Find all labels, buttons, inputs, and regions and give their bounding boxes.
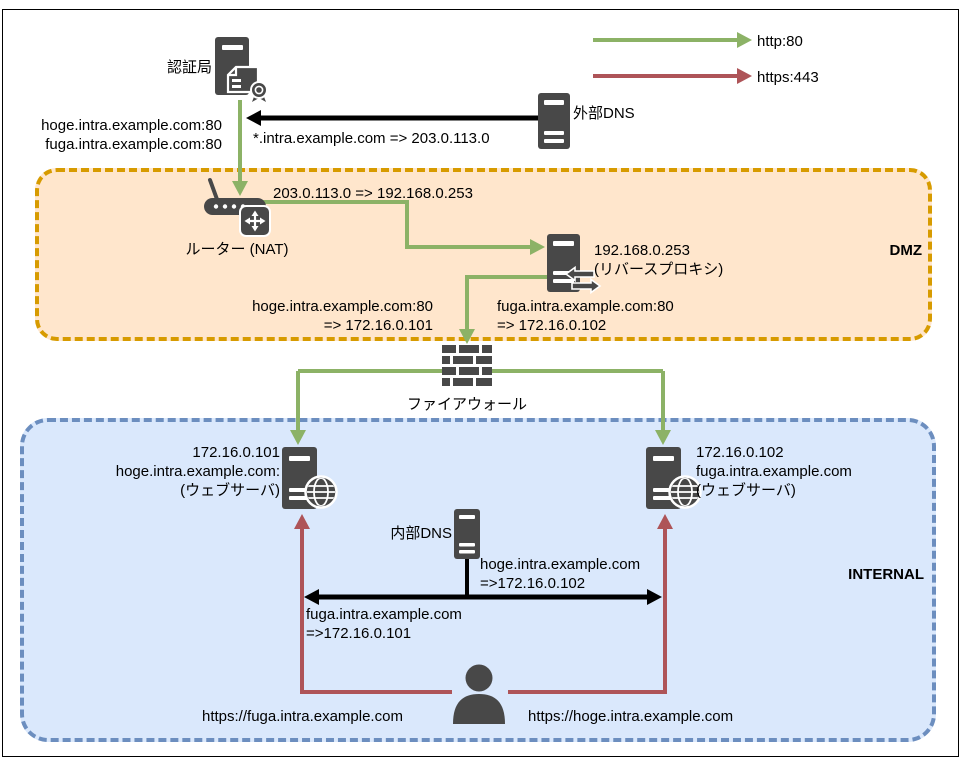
proxy-rule-fuga-host: fuga.intra.example.com:80: [497, 298, 674, 315]
certificate-authority-icon: [215, 37, 268, 102]
internal-dns-record-hoge-label: hoge.intra.example.com =>172.16.0.102: [480, 555, 640, 593]
certificate-authority-label: 認証局: [166, 59, 212, 76]
proxy-rule-hoge-target: => 172.16.0.101: [323, 317, 433, 334]
user-icon: [453, 664, 505, 724]
firewall-label: ファイアウォール: [406, 396, 527, 413]
globe-icon: [671, 478, 699, 506]
user-request-fuga-label: https://fuga.intra.example.com: [202, 708, 403, 725]
firewall-icon: [442, 345, 492, 391]
internal-dns-record-fuga-host: fuga.intra.example.com: [306, 606, 462, 623]
legend-http-label: http:80: [757, 33, 803, 50]
web-server-fuga-label: 172.16.0.102 fuga.intra.example.com (ウェブ…: [696, 443, 852, 500]
web-server-fuga-icon: [646, 447, 702, 509]
proxy-rule-hoge-host: hoge.intra.example.com:80: [252, 298, 433, 315]
external-dns-label: 外部DNS: [573, 105, 635, 122]
internal-dns-record-hoge-host: hoge.intra.example.com: [480, 556, 641, 573]
reverse-proxy-icon: [547, 234, 602, 295]
external-dns-icon: [538, 93, 570, 149]
arrowhead-extdns-left: [246, 110, 261, 126]
nat-mapping-label: 203.0.113.0 => 192.168.0.253: [273, 185, 473, 202]
web-server-fuga-ip: 172.16.0.102: [696, 444, 784, 461]
legend-http-arrowhead: [737, 32, 752, 48]
reverse-proxy-label: 192.168.0.253 (リバースプロキシ): [594, 241, 723, 279]
internal-dns-label: 内部DNS: [390, 525, 452, 542]
web-server-hoge-host: hoge.intra.example.com:: [115, 463, 280, 480]
proxy-rule-fuga-target: => 172.16.0.102: [497, 317, 607, 334]
internal-dns-record-hoge-target: =>172.16.0.102: [480, 575, 586, 592]
public-host-fuga: fuga.intra.example.com:80: [45, 136, 222, 153]
dmz-zone-label: DMZ: [889, 242, 923, 259]
router-label: ルーター (NAT): [185, 241, 289, 258]
reverse-proxy-ip: 192.168.0.253: [594, 242, 690, 259]
web-server-fuga-host: fuga.intra.example.com: [696, 463, 852, 480]
proxy-rule-fuga-label: fuga.intra.example.com:80 => 172.16.0.10…: [497, 297, 674, 335]
user-request-hoge-label: https://hoge.intra.example.com: [528, 708, 734, 725]
web-server-hoge-ip: 172.16.0.101: [192, 444, 280, 461]
router-nat-icon: [204, 178, 271, 237]
external-dns-record-label: *.intra.example.com => 203.0.113.0: [253, 130, 490, 147]
proxy-rule-hoge-label: hoge.intra.example.com:80 => 172.16.0.10…: [233, 297, 433, 335]
web-server-hoge-label: 172.16.0.101 hoge.intra.example.com: (ウェ…: [58, 443, 280, 500]
public-hosts-label: hoge.intra.example.com:80 fuga.intra.exa…: [22, 116, 222, 154]
reverse-proxy-role: (リバースプロキシ): [594, 261, 724, 278]
internal-zone-label: INTERNAL: [848, 566, 924, 583]
web-server-fuga-role: (ウェブサーバ): [696, 482, 796, 499]
web-server-hoge-icon: [282, 447, 338, 509]
web-server-hoge-role: (ウェブサーバ): [180, 482, 280, 499]
legend-https-arrowhead: [737, 68, 752, 84]
public-host-hoge: hoge.intra.example.com:80: [41, 117, 222, 134]
internal-dns-icon: [454, 509, 480, 559]
internal-dns-record-fuga-label: fuga.intra.example.com =>172.16.0.101: [306, 605, 462, 643]
internal-dns-record-fuga-target: =>172.16.0.101: [306, 625, 412, 642]
legend-https-label: https:443: [757, 69, 819, 86]
globe-icon: [307, 478, 335, 506]
